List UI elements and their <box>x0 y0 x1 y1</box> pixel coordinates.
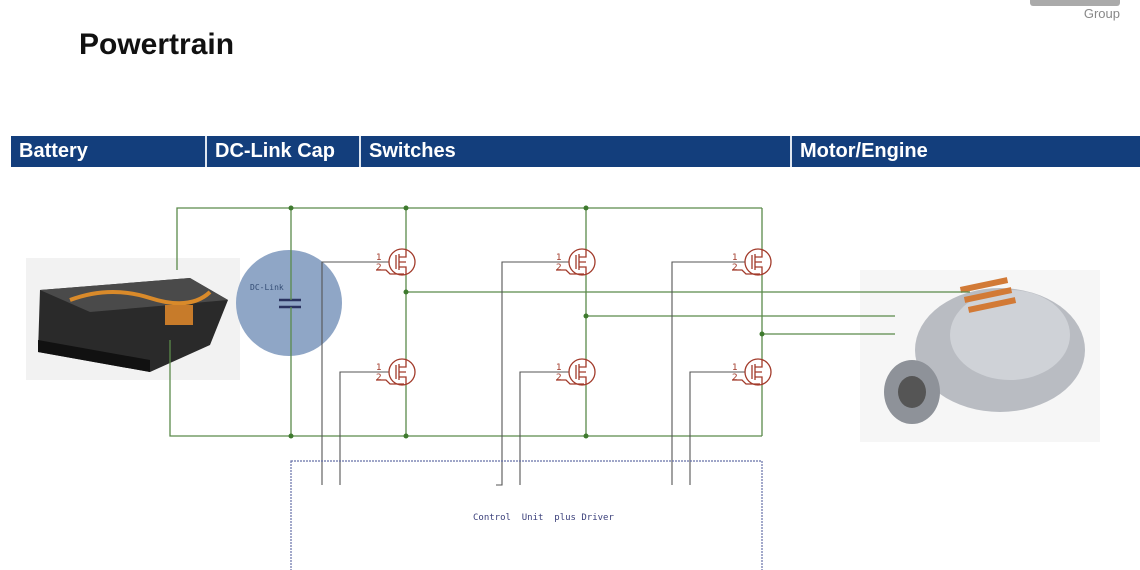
pin-label: 2 <box>556 373 562 383</box>
company-logo: Group <box>1030 0 1120 21</box>
section-switches: Switches <box>361 136 792 167</box>
pin-label: 1 <box>376 253 382 263</box>
pin-label: 2 <box>376 263 382 273</box>
section-header-bar: Battery DC-Link Cap Switches Motor/Engin… <box>11 136 1140 167</box>
pin-label: 1 <box>556 363 562 373</box>
section-battery: Battery <box>11 136 207 167</box>
mosfet-icon: 12 <box>556 358 596 386</box>
control-unit-label: Control Unit plus Driver <box>473 513 614 523</box>
power-rails <box>169 205 970 439</box>
dc-link-capacitor-highlight <box>236 250 342 356</box>
logo-text: Group <box>1083 6 1120 21</box>
logo-mark <box>1030 0 1120 6</box>
pin-label: 1 <box>732 363 738 373</box>
mosfet-icon: 12 <box>732 248 772 276</box>
pin-label: 2 <box>732 373 738 383</box>
pin-label: 2 <box>556 263 562 273</box>
pin-label: 1 <box>556 253 562 263</box>
mosfet-icon: 12 <box>556 248 596 276</box>
control-unit-box <box>290 460 763 570</box>
motor-image <box>860 270 1100 442</box>
pin-label: 2 <box>376 373 382 383</box>
pin-label: 2 <box>732 263 738 273</box>
pin-label: 1 <box>376 363 382 373</box>
dc-link-label: DC-Link <box>250 283 284 292</box>
mosfet-icon: 12 <box>732 358 772 386</box>
slide-title: Powertrain <box>79 28 235 61</box>
mosfet-icon: 12 <box>376 248 416 276</box>
pin-label: 1 <box>732 253 738 263</box>
mosfet-icon: 12 <box>376 358 416 386</box>
gate-wires <box>321 261 745 486</box>
section-dc-link-cap: DC-Link Cap <box>207 136 361 167</box>
battery-image <box>26 258 240 380</box>
section-motor-engine: Motor/Engine <box>800 140 928 162</box>
mosfet-switches: 12 12 12 12 12 12 <box>376 248 772 386</box>
